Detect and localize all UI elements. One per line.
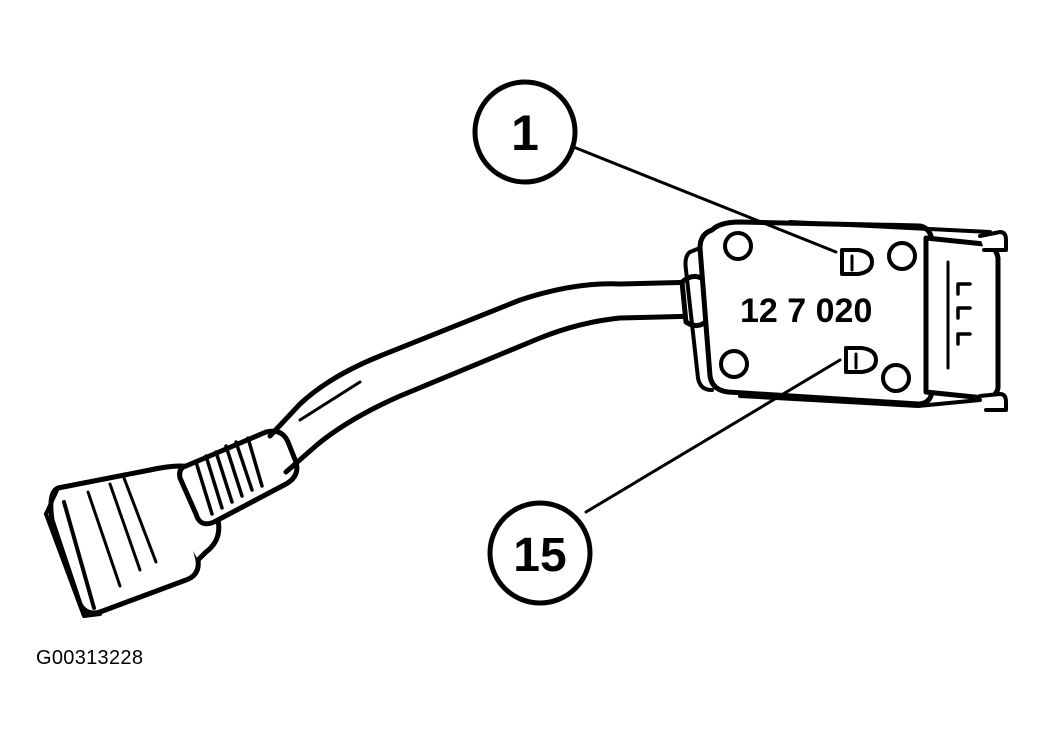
callout-1: 1	[472, 79, 578, 185]
callout-1-label: 1	[511, 105, 539, 161]
cable	[267, 279, 703, 475]
callout-15: 15	[487, 500, 593, 606]
terminal-1	[840, 248, 874, 276]
leader-line-1	[564, 142, 838, 254]
figure-id: G00313228	[36, 647, 144, 669]
mount-hole-top-left	[723, 231, 753, 261]
callout-15-label: 15	[513, 529, 566, 582]
leader-line-15	[584, 358, 842, 514]
mount-hole-bottom-left	[719, 349, 749, 379]
mount-hole-top-right	[887, 241, 917, 271]
strain-relief-boot	[177, 428, 300, 527]
part-number-label: 12 7 020	[740, 292, 872, 330]
control-module: 12 7 020	[683, 219, 1008, 412]
plug-connector	[44, 463, 222, 618]
mount-hole-bottom-right	[881, 363, 911, 393]
terminal-15	[844, 346, 878, 374]
